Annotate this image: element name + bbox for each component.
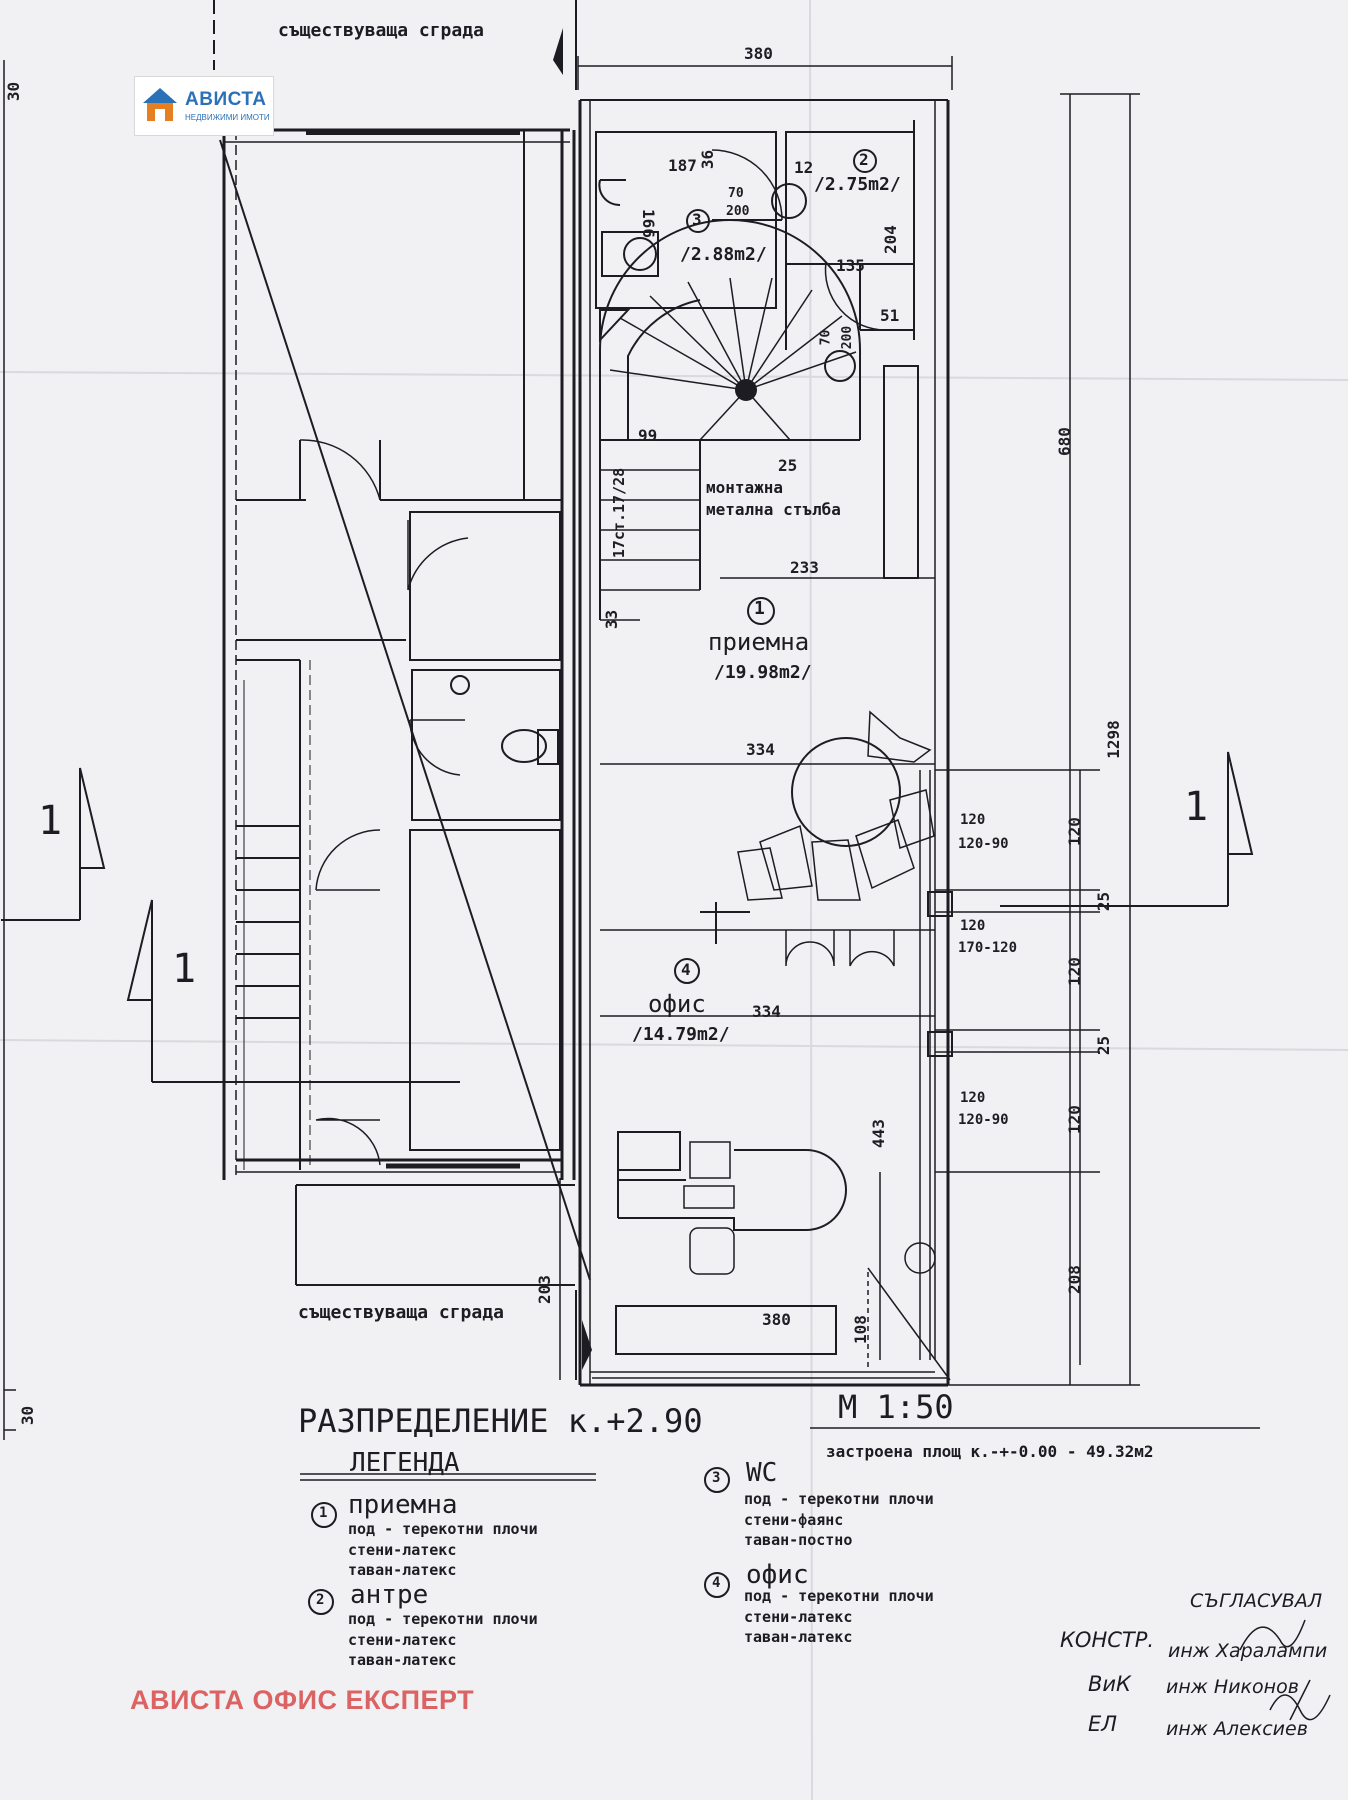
approval-role-3: ЕЛ bbox=[1088, 1712, 1118, 1736]
dim-334b: 334 bbox=[752, 1002, 781, 1021]
dim-166: 166 bbox=[638, 209, 658, 238]
room-3-number: 3 bbox=[692, 210, 702, 229]
room-1-area: /19.98m2/ bbox=[714, 662, 812, 683]
dim-top-width: 380 bbox=[744, 44, 773, 63]
dim-203: 203 bbox=[534, 1275, 554, 1304]
dim-window-120a: 120 bbox=[960, 812, 986, 828]
plan-scale: М 1:50 bbox=[838, 1388, 954, 1426]
dim-70a: 70 bbox=[728, 186, 744, 201]
section-mark-left-b: 1 bbox=[172, 946, 197, 992]
room-1-number: 1 bbox=[754, 598, 765, 619]
existing-building-bottom-label: съществуваща сграда bbox=[298, 1302, 504, 1323]
dim-12: 12 bbox=[794, 158, 814, 177]
dim-window-120b: 120 bbox=[960, 918, 986, 934]
dim-51: 51 bbox=[880, 306, 900, 325]
dim-total-height: 1298 bbox=[1103, 720, 1123, 759]
dim-v25b: 25 bbox=[1094, 1035, 1114, 1056]
dim-upper-height: 680 bbox=[1054, 427, 1074, 456]
dim-380b: 380 bbox=[762, 1310, 791, 1329]
dim-window-120-90b: 120-90 bbox=[958, 1112, 1009, 1128]
legend-3-line-3: таван-постно bbox=[744, 1531, 853, 1549]
dim-99: 99 bbox=[638, 426, 658, 445]
column-note-line2: метална стълба bbox=[706, 500, 841, 519]
legend-1-line-2: стени-латекс bbox=[348, 1541, 457, 1559]
room-4-area: /14.79m2/ bbox=[632, 1024, 730, 1045]
dim-443: 443 bbox=[868, 1119, 888, 1148]
logo-brand: АВИСТА bbox=[185, 89, 267, 110]
dim-window-170-120: 170-120 bbox=[958, 940, 1018, 956]
dim-v25a: 25 bbox=[1094, 891, 1114, 912]
dim-25a: 25 bbox=[778, 456, 798, 475]
legend-2-number: 2 bbox=[316, 1592, 325, 1608]
legend-1-line-1: под - терекотни плочи bbox=[348, 1520, 538, 1538]
room-2-number: 2 bbox=[859, 150, 869, 169]
dim-187: 187 bbox=[668, 156, 697, 175]
existing-building-top-label: съществуваща сграда bbox=[278, 20, 484, 41]
dim-70b: 70 bbox=[818, 329, 834, 346]
logo-tagline: НЕДВИЖИМИ ИМОТИ bbox=[185, 113, 270, 122]
built-area: застроена площ к.-+-0.00 - 49.32м2 bbox=[826, 1442, 1154, 1461]
legend-2-line-2: стени-латекс bbox=[348, 1631, 457, 1649]
legend-3-number: 3 bbox=[712, 1470, 721, 1486]
house-icon bbox=[143, 88, 177, 121]
legend-title: ЛЕГЕНДА bbox=[350, 1448, 460, 1478]
dim-334a: 334 bbox=[746, 740, 775, 759]
dim-left-30-bottom: 30 bbox=[18, 1405, 38, 1426]
legend-4-name: офис bbox=[746, 1560, 809, 1590]
plan-title: РАЗПРЕДЕЛЕНИЕ к.+2.90 bbox=[298, 1402, 703, 1440]
legend-2-line-3: таван-латекс bbox=[348, 1651, 457, 1669]
dim-window-120c: 120 bbox=[960, 1090, 986, 1106]
column-note-line1: монтажна bbox=[706, 478, 784, 497]
legend-1-number: 1 bbox=[319, 1505, 328, 1521]
room-4-name: офис bbox=[648, 990, 706, 1018]
legend-4-line-3: таван-латекс bbox=[744, 1628, 853, 1646]
watermark: АВИСТА ОФИС ЕКСПЕРТ bbox=[130, 1685, 475, 1715]
dim-v120c: 120 bbox=[1064, 1105, 1084, 1134]
legend-4-line-1: под - терекотни плочи bbox=[744, 1587, 934, 1605]
dim-135: 135 bbox=[836, 256, 865, 275]
dim-window-120-90a: 120-90 bbox=[958, 836, 1009, 852]
dim-233: 233 bbox=[790, 558, 819, 577]
dim-v120a: 120 bbox=[1064, 817, 1084, 846]
dim-200a: 200 bbox=[726, 204, 750, 219]
legend-4-number: 4 bbox=[712, 1575, 721, 1591]
legend-3-line-1: под - терекотни плочи bbox=[744, 1490, 934, 1508]
legend-4-line-2: стени-латекс bbox=[744, 1608, 853, 1626]
legend-1-name: приемна bbox=[348, 1490, 458, 1520]
dim-v208: 208 bbox=[1064, 1265, 1084, 1294]
approval-title: СЪГЛАСУВАЛ bbox=[1190, 1590, 1323, 1612]
dim-200b: 200 bbox=[840, 325, 856, 350]
approval-person-1: инж Харалампи bbox=[1168, 1640, 1328, 1662]
legend-3-name: WC bbox=[746, 1458, 778, 1488]
section-mark-right: 1 bbox=[1184, 784, 1209, 830]
room-1-name: приемна bbox=[708, 628, 810, 656]
section-mark-left-a: 1 bbox=[38, 798, 63, 844]
legend-3-line-2: стени-фаянс bbox=[744, 1511, 844, 1529]
dim-33: 33 bbox=[602, 609, 622, 630]
room-4-number: 4 bbox=[681, 960, 691, 979]
room-3-area: /2.88m2/ bbox=[680, 244, 767, 265]
dim-36: 36 bbox=[698, 149, 718, 170]
dim-v120b: 120 bbox=[1064, 957, 1084, 986]
dim-left-30-top: 30 bbox=[4, 81, 24, 102]
stair-label: 17ст.17/28 bbox=[610, 467, 629, 559]
approval-role-1: КОНСТР. bbox=[1060, 1628, 1155, 1652]
approval-person-3: инж Алексиев bbox=[1166, 1718, 1308, 1740]
dim-204: 204 bbox=[880, 225, 900, 254]
room-2-area: /2.75m2/ bbox=[814, 174, 901, 195]
approval-role-2: ВиК bbox=[1088, 1672, 1131, 1696]
approval-person-2: инж Никонов bbox=[1166, 1676, 1299, 1698]
dim-108: 108 bbox=[850, 1315, 870, 1344]
legend-2-line-1: под - терекотни плочи bbox=[348, 1610, 538, 1628]
legend-1-line-3: таван-латекс bbox=[348, 1561, 457, 1579]
legend-2-name: антре bbox=[350, 1580, 429, 1610]
company-logo: АВИСТА НЕДВИЖИМИ ИМОТИ bbox=[134, 76, 274, 136]
